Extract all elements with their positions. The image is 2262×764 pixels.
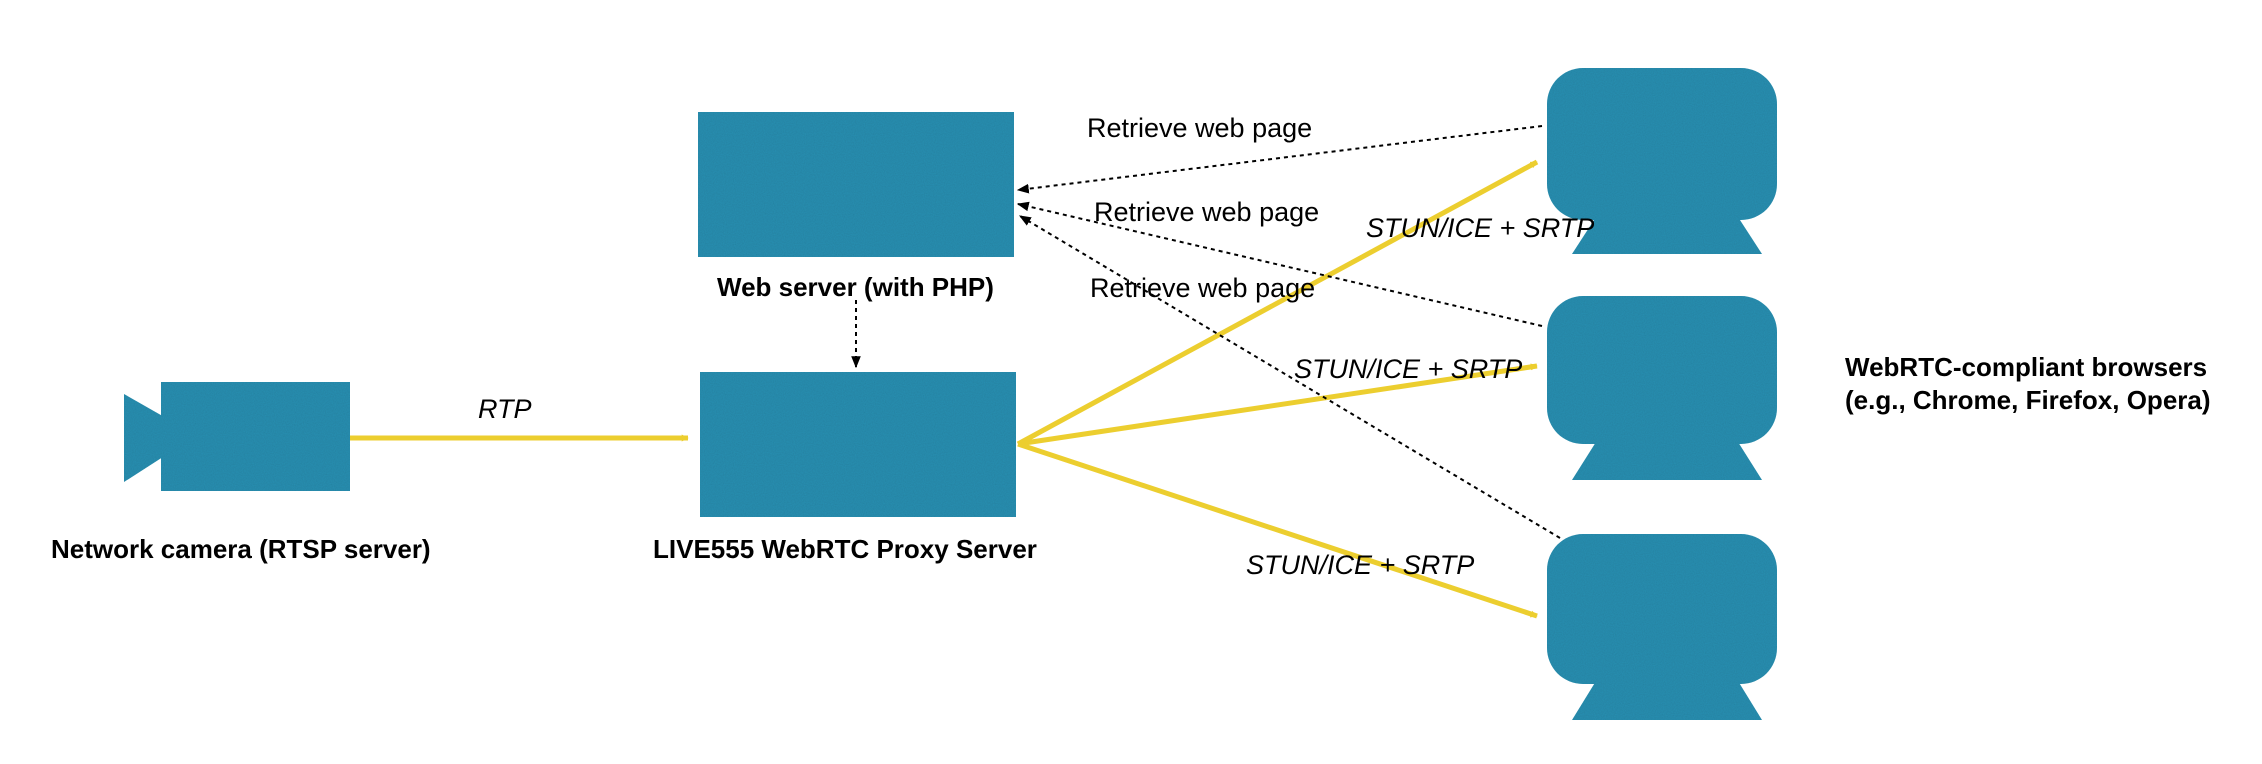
monitor-icon <box>1547 296 1777 480</box>
srtp-arrow <box>1016 159 1539 447</box>
srtp-arrow <box>1017 363 1538 447</box>
retrieve-arrow <box>1016 201 1543 327</box>
retrieve-label: Retrieve web page <box>1087 113 1312 143</box>
camera-label: Network camera (RTSP server) <box>51 534 431 564</box>
retrieve-arrow <box>1018 215 1561 539</box>
srtp-label: STUN/ICE + SRTP <box>1294 354 1522 384</box>
browsers-label-line1: WebRTC-compliant browsers <box>1845 352 2207 382</box>
proxy-server-box <box>700 372 1016 517</box>
monitor-icon <box>1547 534 1777 720</box>
browsers-label-line2: (e.g., Chrome, Firefox, Opera) <box>1845 385 2211 415</box>
web-server-box <box>698 112 1014 257</box>
retrieve-label: Retrieve web page <box>1094 197 1319 227</box>
rtp-label: RTP <box>478 394 532 424</box>
srtp-label: STUN/ICE + SRTP <box>1366 213 1594 243</box>
web-server-label: Web server (with PHP) <box>717 272 994 302</box>
proxy-label: LIVE555 WebRTC Proxy Server <box>653 534 1037 564</box>
retrieve-label: Retrieve web page <box>1090 273 1315 303</box>
srtp-label: STUN/ICE + SRTP <box>1246 550 1474 580</box>
monitor-icon <box>1547 68 1777 254</box>
video-camera-icon <box>124 382 350 491</box>
srtp-arrow <box>1017 441 1538 619</box>
